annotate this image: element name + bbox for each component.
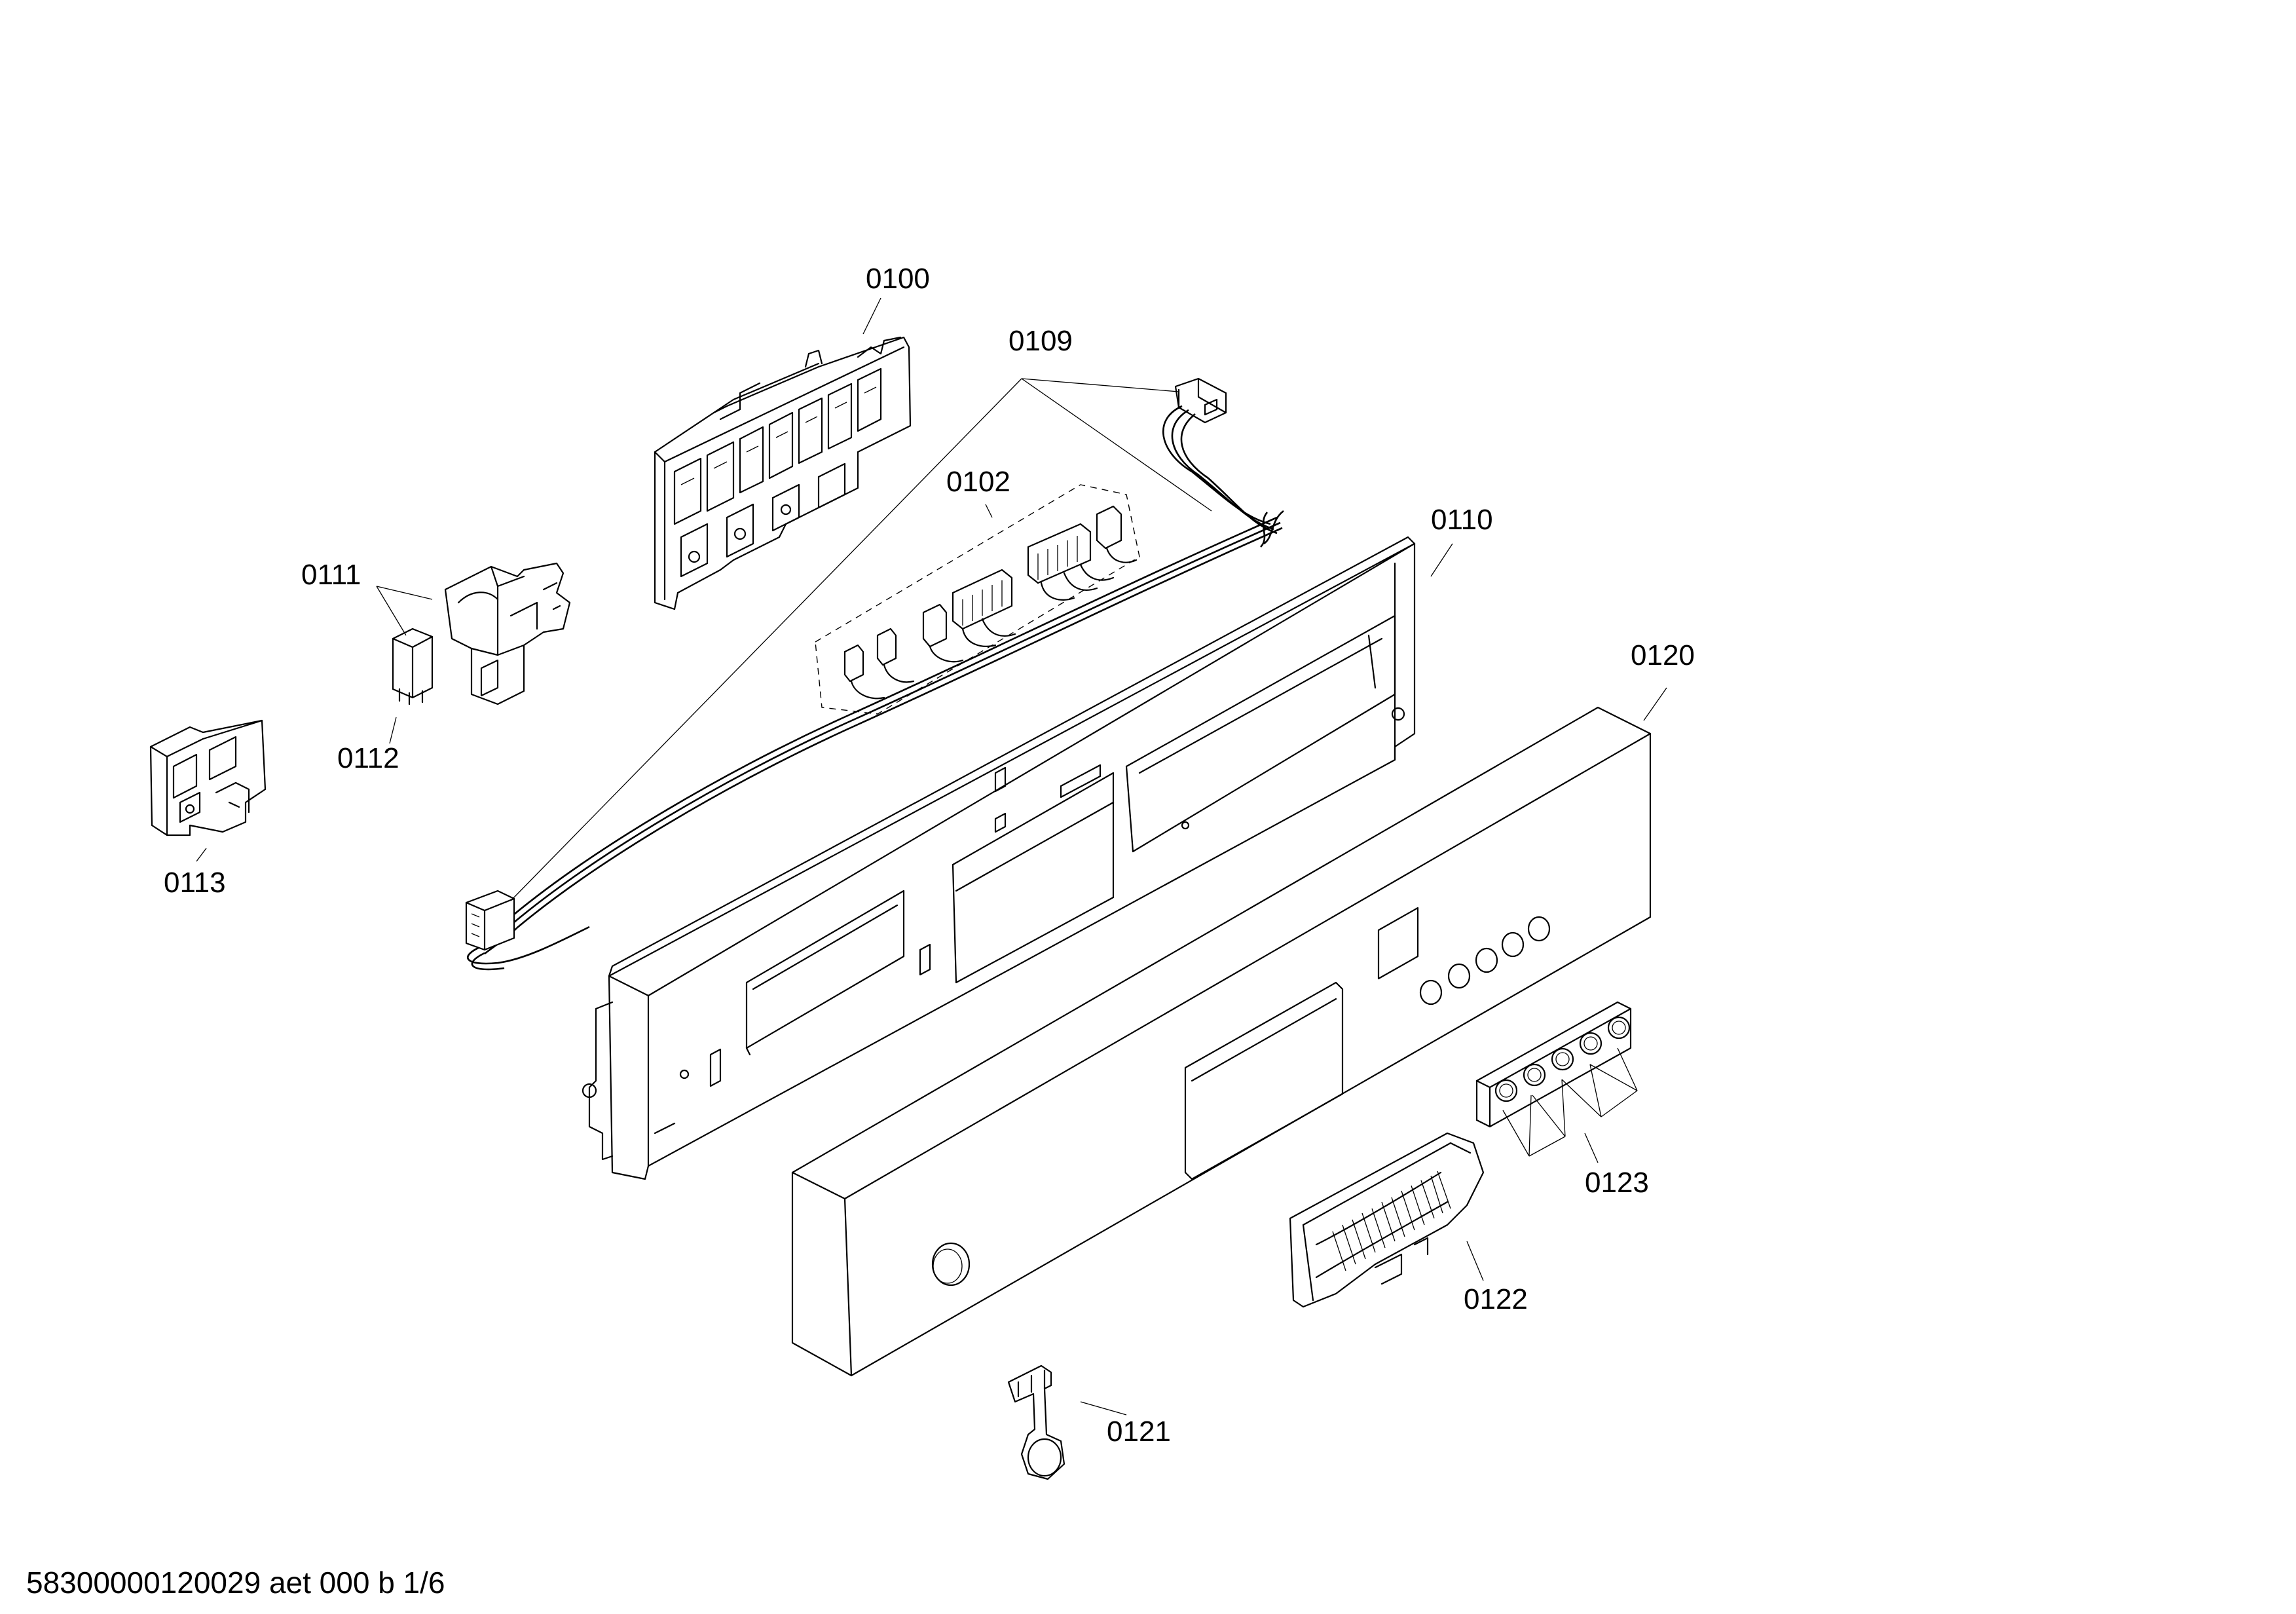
part-0100-control-module xyxy=(654,336,912,610)
part-labels: 0100 0109 0102 0110 0111 0112 0113 0120 … xyxy=(164,263,1695,1448)
label-0113: 0113 xyxy=(164,867,226,899)
label-0109: 0109 xyxy=(1009,325,1073,357)
part-0111-switch xyxy=(444,562,571,705)
part-0102-connector-set xyxy=(815,484,1140,715)
label-0111: 0111 xyxy=(301,559,361,591)
label-0100: 0100 xyxy=(866,263,930,295)
part-0120-front-panel xyxy=(791,706,1652,1377)
part-0110-frame xyxy=(582,536,1416,1180)
part-0112-relay xyxy=(392,628,434,705)
part-0109-wire-harness xyxy=(465,377,1284,971)
part-0121-lever xyxy=(1007,1364,1065,1480)
label-0122: 0122 xyxy=(1464,1283,1528,1315)
label-0112: 0112 xyxy=(337,742,399,774)
document-footer-code: 58300000120029 aet 000 b 1/6 xyxy=(26,1566,445,1600)
part-0113-terminal-block xyxy=(149,719,267,836)
label-0102: 0102 xyxy=(946,466,1010,498)
leader-lines xyxy=(196,297,1667,1416)
label-0110: 0110 xyxy=(1431,504,1493,536)
label-0120: 0120 xyxy=(1631,639,1695,671)
part-0123-push-buttons xyxy=(1475,1001,1632,1128)
label-0121: 0121 xyxy=(1107,1416,1171,1448)
part-0122-handle-unit xyxy=(1289,1132,1485,1308)
label-0123: 0123 xyxy=(1585,1167,1649,1199)
